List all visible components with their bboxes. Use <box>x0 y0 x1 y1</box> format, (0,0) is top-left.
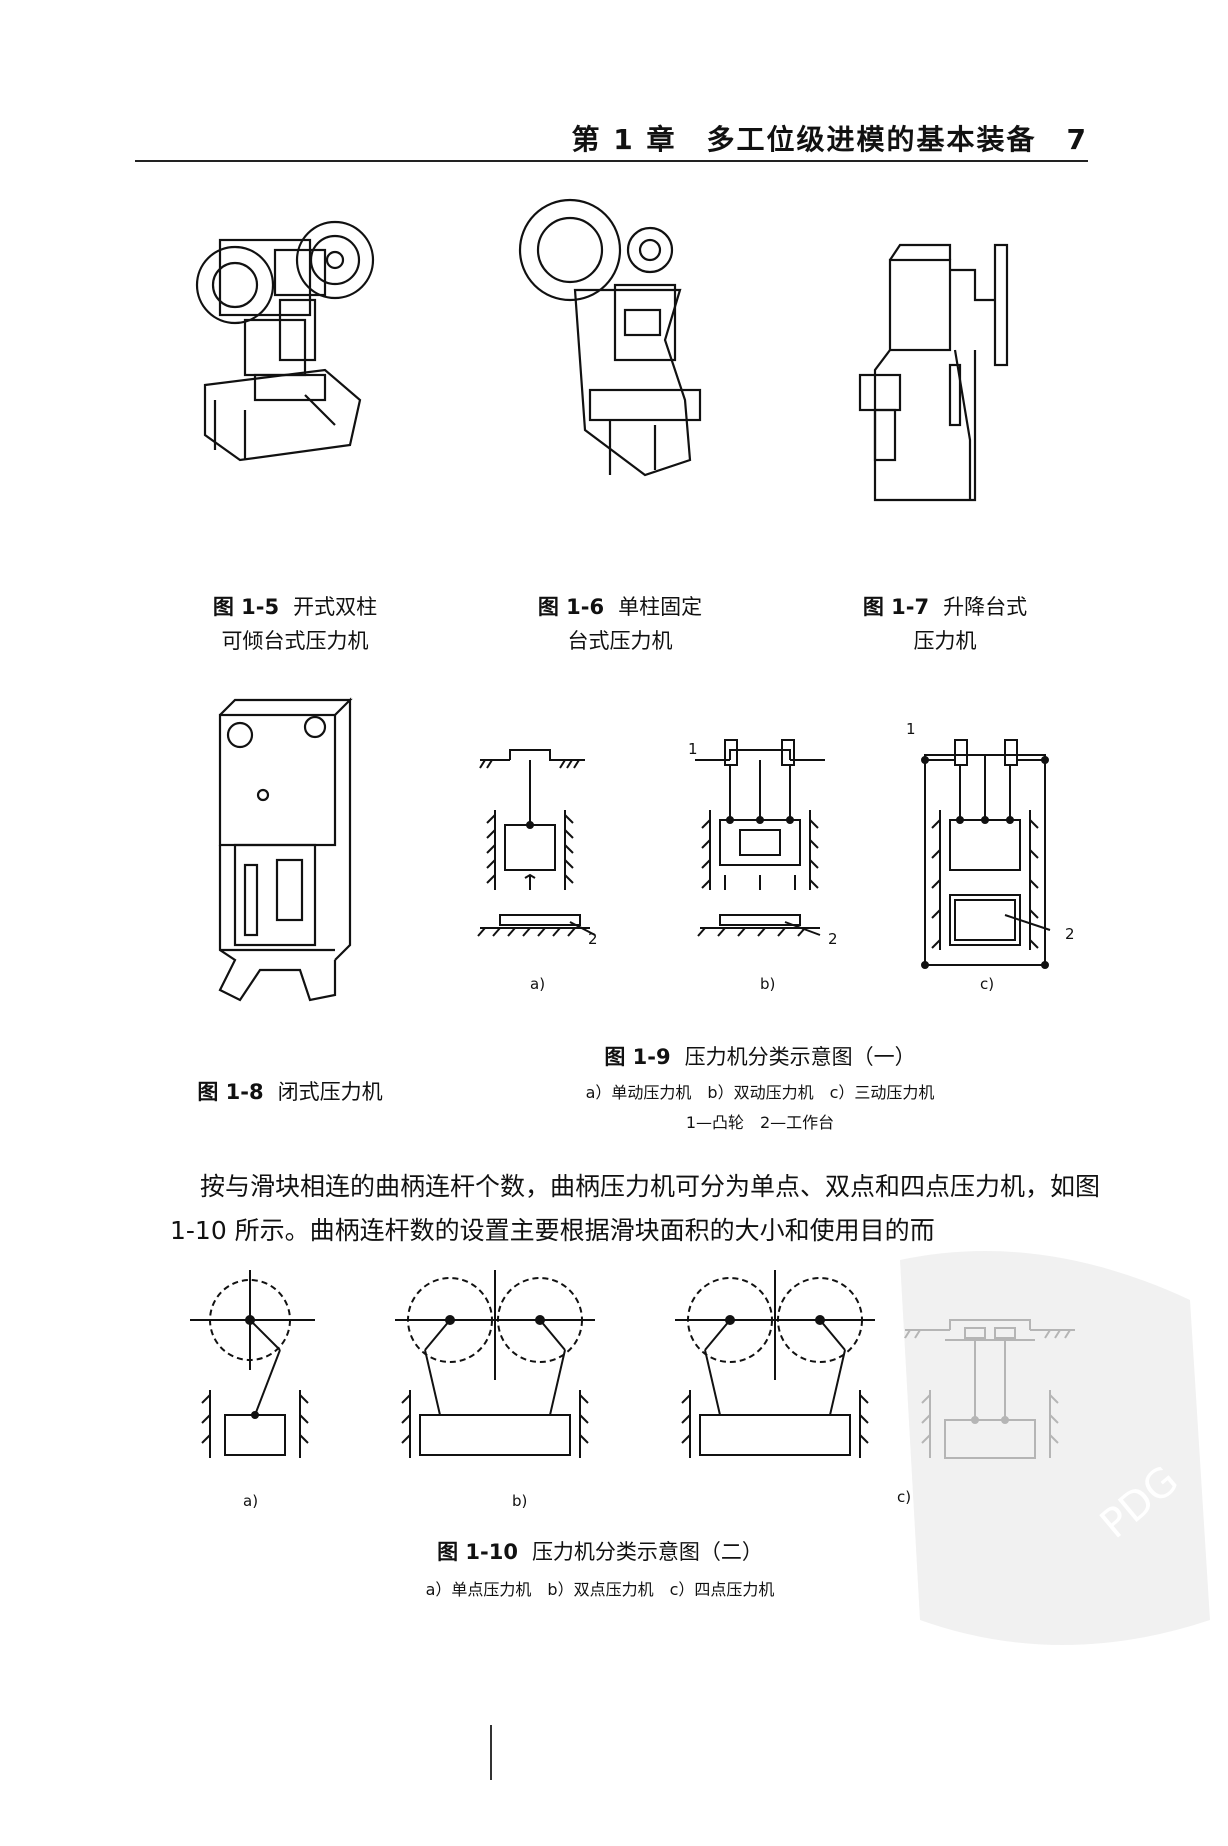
caption-fig-1-8: 图 1-8 闭式压力机 <box>165 1075 415 1109</box>
schematic-1-9-b <box>690 720 830 960</box>
fig-number: 图 1-8 <box>197 1080 264 1104</box>
body-paragraph: 按与滑块相连的曲柄连杆个数，曲柄压力机可分为单点、双点和四点压力机，如图 1-1… <box>170 1165 1100 1253</box>
label-2: 2 <box>828 930 838 948</box>
caption-text: 压力机分类示意图（二） <box>531 1540 763 1564</box>
fig-number: 图 1-5 <box>212 595 280 619</box>
page-header: 第 1 章 多工位级进模的基本装备 7 <box>135 118 1088 162</box>
sub-label-c: c) <box>897 1488 912 1506</box>
sub-label-a: a) <box>530 975 546 993</box>
paragraph-text: 按与滑块相连的曲柄连杆个数，曲柄压力机可分为单点、双点和四点压力机，如图 1-1… <box>170 1172 1101 1245</box>
caption-fig-1-9-sub: a）单动压力机 b）双动压力机 c）三动压力机 <box>585 1083 935 1102</box>
sub-label-b: b) <box>512 1492 528 1510</box>
fig-number: 图 1-6 <box>537 595 605 619</box>
caption-text: 升降台式 <box>943 595 1028 619</box>
caption-text: 闭式压力机 <box>277 1080 383 1104</box>
schematic-1-10-a <box>190 1270 320 1460</box>
schematic-1-9-c <box>910 720 1060 980</box>
sub-label-a: a) <box>243 1492 259 1510</box>
label-2: 2 <box>1065 925 1075 943</box>
label-1: 1 <box>688 740 698 758</box>
gutter-mark <box>490 1725 492 1780</box>
caption-fig-1-9-legend: 1—凸轮 2—工作台 <box>685 1113 835 1132</box>
fig-number: 图 1-7 <box>862 595 930 619</box>
sub-label-c: c) <box>980 975 995 993</box>
fig-number: 图 1-9 <box>604 1045 671 1069</box>
caption-fig-1-10-sub: a）单点压力机 b）双点压力机 c）四点压力机 <box>425 1580 775 1599</box>
running-head: 第 1 章 多工位级进模的基本装备 7 <box>571 123 1088 156</box>
label-2: 2 <box>588 930 598 948</box>
caption-text: 压力机分类示意图（一） <box>684 1045 916 1069</box>
schematic-1-10-c-left <box>675 1270 875 1460</box>
caption-fig-1-6: 图 1-6 单柱固定 台式压力机 <box>505 590 735 658</box>
fig-number: 图 1-10 <box>437 1540 518 1564</box>
press-illustration-1-8 <box>215 695 375 1015</box>
caption-text: 压力机 <box>913 629 977 653</box>
sub-label-b: b) <box>760 975 776 993</box>
schematic-1-10-b <box>395 1270 595 1460</box>
watermark-seal: PDG <box>860 1240 1220 1660</box>
press-illustration-1-7 <box>855 240 1025 510</box>
label-1: 1 <box>906 720 916 738</box>
caption-text: 开式双柱 <box>293 595 378 619</box>
caption-fig-1-10: 图 1-10 压力机分类示意图（二） <box>370 1535 830 1569</box>
press-illustration-1-5 <box>185 210 395 480</box>
caption-fig-1-7: 图 1-7 升降台式 压力机 <box>830 590 1060 658</box>
caption-fig-1-5: 图 1-5 开式双柱 可倾台式压力机 <box>180 590 410 658</box>
schematic-1-9-a <box>470 730 600 960</box>
caption-text: 单柱固定 <box>618 595 703 619</box>
caption-text: 可倾台式压力机 <box>221 629 369 653</box>
press-illustration-1-6 <box>515 190 725 490</box>
caption-text: 台式压力机 <box>567 629 673 653</box>
caption-fig-1-9: 图 1-9 压力机分类示意图（一） <box>500 1040 1020 1074</box>
